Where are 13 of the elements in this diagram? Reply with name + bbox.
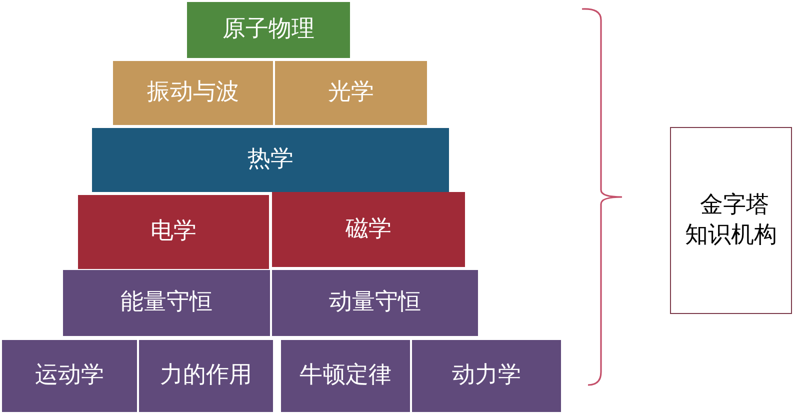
summary-frame: 金字塔知识机构 [670, 127, 792, 314]
pyramid-block: 动量守恒 [272, 270, 478, 336]
pyramid-block: 牛顿定律 [281, 340, 410, 412]
pyramid-block: 原子物理 [187, 2, 350, 58]
pyramid-block: 动力学 [412, 340, 561, 412]
pyramid-block: 磁学 [272, 192, 465, 267]
pyramid-block: 光学 [275, 61, 427, 125]
pyramid-block: 热学 [92, 128, 449, 192]
pyramid-block: 振动与波 [113, 61, 273, 125]
pyramid-block: 运动学 [2, 340, 137, 412]
pyramid-block: 能量守恒 [63, 270, 270, 336]
pyramid-block: 力的作用 [139, 340, 273, 412]
pyramid-block: 电学 [78, 195, 269, 269]
